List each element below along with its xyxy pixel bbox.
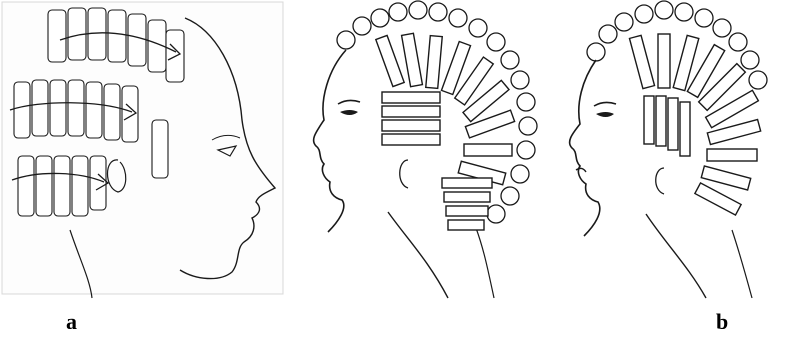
head-with-rollers-profile-right-drawing [556,0,788,300]
head-illustration-a [0,0,285,300]
head-with-rollers-arrows-drawing [0,0,285,300]
head-illustration-b-right [556,0,788,300]
head-illustration-b-left [298,0,548,300]
head-with-rollers-profile-left-drawing [298,0,548,300]
caption-a-label: a [66,310,77,334]
caption-b-label: b [716,310,728,334]
